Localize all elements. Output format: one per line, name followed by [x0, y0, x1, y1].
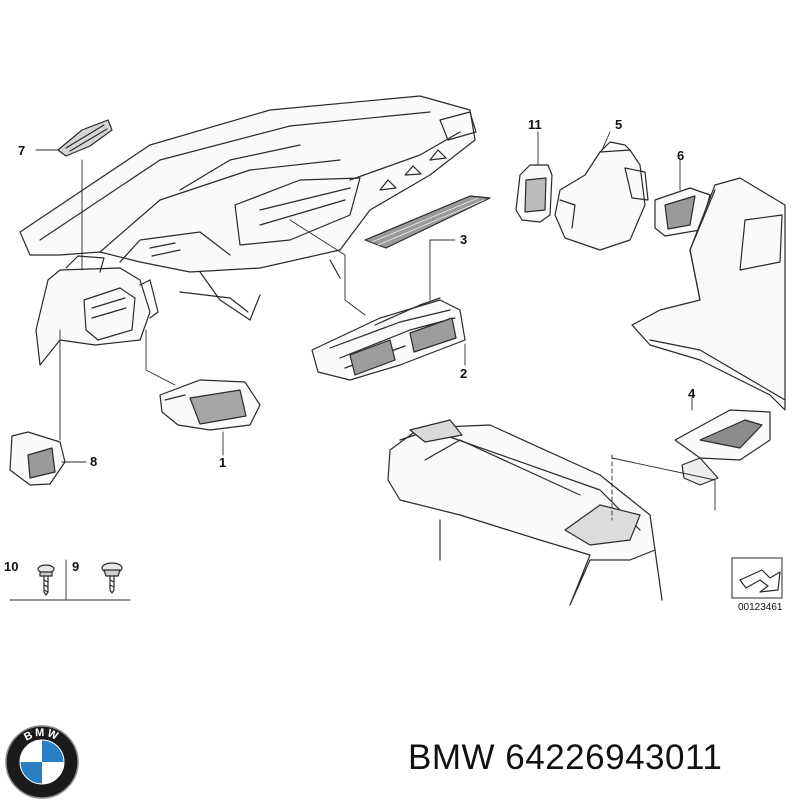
part-2-center-vent: [311, 297, 466, 381]
pillar-trim-panel: [631, 177, 786, 411]
reference-code: 00123461: [738, 602, 783, 613]
part-10-screw: [37, 564, 55, 596]
callout-8: 8: [90, 454, 98, 469]
callout-1: 1: [219, 455, 227, 470]
caption-part-number: 64226943011: [505, 738, 723, 777]
callout-10: 10: [4, 559, 19, 574]
bmw-logo-text: BMW: [22, 727, 59, 744]
part-8-vent: [9, 431, 66, 486]
svg-text:BMW: BMW: [22, 727, 61, 744]
part-6-vent: [654, 187, 711, 237]
callout-2: 2: [460, 366, 468, 381]
bmw-logo: BMW: [5, 725, 79, 799]
part-5-air-duct: [554, 141, 649, 251]
orientation-arrow-box: [731, 557, 783, 599]
callout-5: 5: [615, 117, 623, 132]
dashboard-panel: [19, 95, 477, 321]
callout-3: 3: [460, 232, 468, 247]
caption-brand: BMW: [408, 738, 496, 777]
part-4-rear-vent: [674, 409, 771, 486]
callout-6: 6: [677, 148, 685, 163]
part-9-screw: [101, 562, 123, 594]
callout-7: 7: [18, 143, 26, 158]
part-7-grille: [57, 119, 113, 157]
part-1-side-vent: [159, 379, 261, 431]
callout-9: 9: [72, 559, 80, 574]
part-11-vent: [515, 164, 553, 223]
callout-11: 11: [528, 117, 542, 132]
callout-4: 4: [688, 386, 696, 401]
part-3-grille: [364, 195, 491, 249]
center-console: [387, 419, 663, 606]
leader-lines: [9, 131, 716, 601]
part-caption: BMW 64226943011: [408, 738, 722, 778]
left-side-assembly: [35, 255, 159, 366]
